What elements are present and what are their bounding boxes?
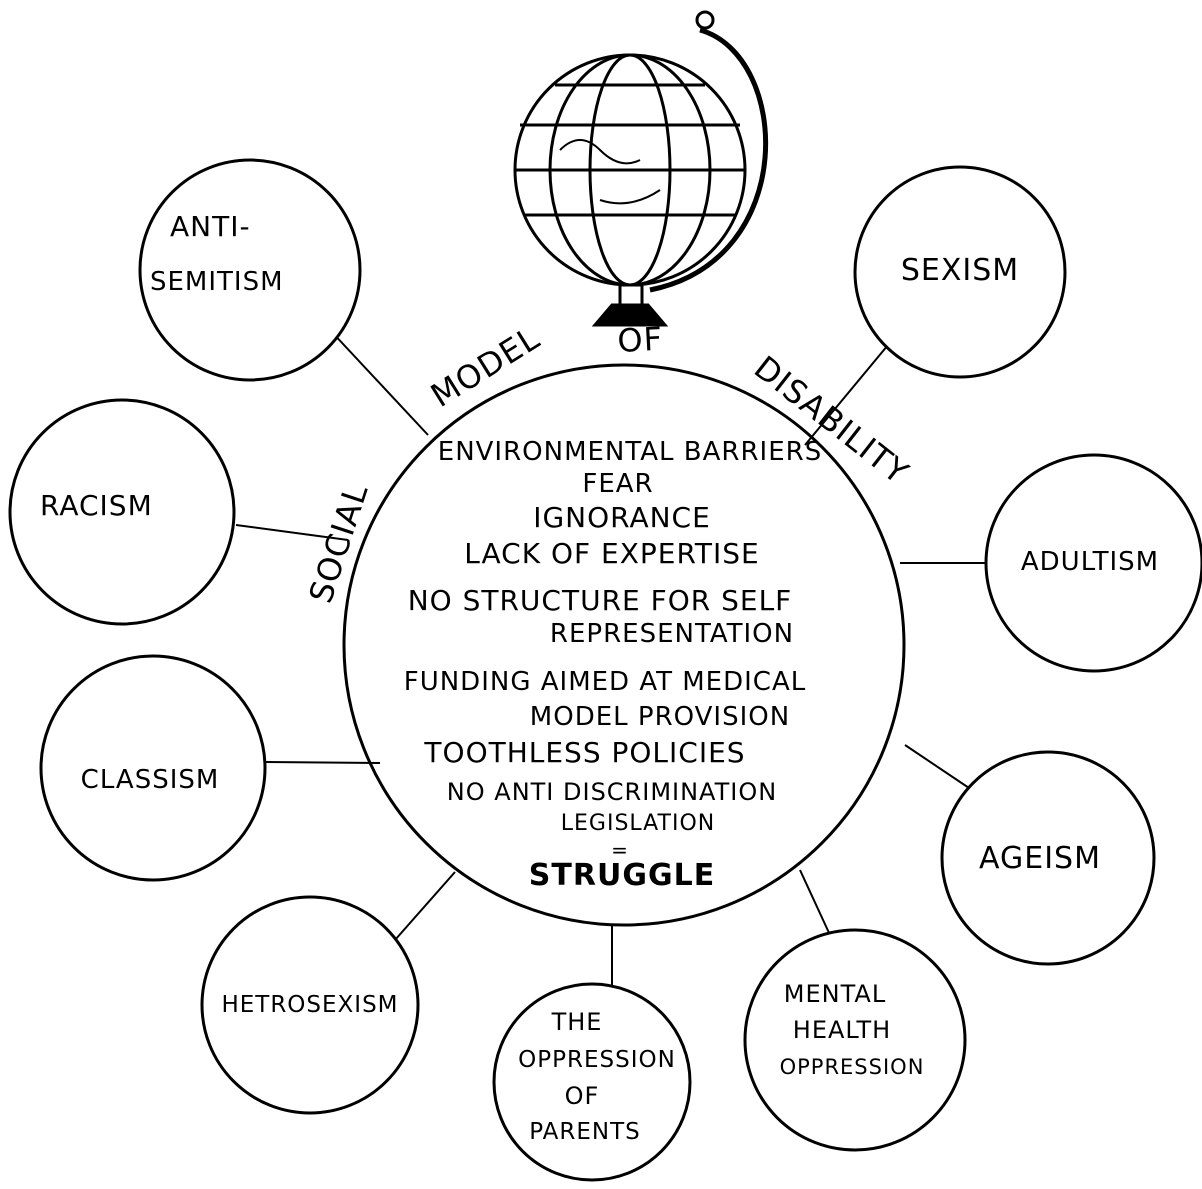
mental-health-line-1: MENTAL <box>784 980 886 1008</box>
racism-label: RACISM <box>40 489 153 522</box>
mental-health-line-2: HEALTH <box>793 1016 891 1044</box>
anti-semitism-line-1: ANTI- <box>170 210 251 243</box>
center-line-8: MODEL PROVISION <box>530 702 790 732</box>
connector-anti-semitism <box>329 329 429 436</box>
center-line-6: REPRESENTATION <box>550 619 794 649</box>
center-line-11: LEGISLATION <box>561 811 715 836</box>
arc-title-disability: DISABILITY <box>747 348 916 492</box>
ageism-label: AGEISM <box>979 841 1101 876</box>
center-line-10: NO ANTI DISCRIMINATION <box>447 778 777 806</box>
connector-racism <box>235 524 349 541</box>
center-line-4: LACK OF EXPERTISE <box>464 537 759 570</box>
satellite-adultism: ADULTISM <box>984 453 1202 673</box>
parents-line-3: OF <box>565 1082 600 1110</box>
center-line-13: STRUGGLE <box>529 858 715 893</box>
globe-icon <box>513 10 769 327</box>
satellite-ageism: AGEISM <box>940 750 1156 966</box>
sexism-label: SEXISM <box>901 253 1019 288</box>
connector-hetrosexism <box>394 871 456 941</box>
parents-line-4: PARENTS <box>529 1119 641 1145</box>
satellite-oppression-of-parents: THE OPPRESSION OF PARENTS <box>492 982 692 1182</box>
center-line-5: NO STRUCTURE FOR SELF <box>408 584 793 617</box>
connector-lines <box>235 329 985 988</box>
connector-classism <box>265 761 381 764</box>
center-line-2: FEAR <box>582 469 653 499</box>
central-text: ENVIRONMENTAL BARRIERS FEAR IGNORANCE LA… <box>404 437 822 893</box>
satellite-hetrosexism: HETROSEXISM <box>200 895 420 1115</box>
center-line-3: IGNORANCE <box>533 501 711 534</box>
center-line-9: TOOTHLESS POLICIES <box>423 736 745 769</box>
classism-label: CLASSISM <box>81 765 220 795</box>
satellite-sexism: SEXISM <box>853 165 1067 379</box>
satellite-anti-semitism: ANTI- SEMITISM <box>138 158 362 382</box>
center-line-12: = <box>611 838 629 862</box>
center-line-7: FUNDING AIMED AT MEDICAL <box>404 667 806 697</box>
satellite-classism: CLASSISM <box>39 654 267 882</box>
adultism-label: ADULTISM <box>1021 547 1159 577</box>
arc-title-of: OF <box>616 320 664 360</box>
satellite-mental-health: MENTAL HEALTH OPPRESSION <box>743 928 967 1152</box>
parents-line-1: THE <box>551 1008 603 1036</box>
parents-line-2: OPPRESSION <box>518 1047 676 1073</box>
hetrosexism-label: HETROSEXISM <box>221 992 398 1018</box>
center-line-1: ENVIRONMENTAL BARRIERS <box>438 437 822 467</box>
central-circle <box>342 363 906 927</box>
connector-sexism <box>804 344 889 446</box>
anti-semitism-line-2: SEMITISM <box>150 267 284 297</box>
satellite-racism: RACISM <box>8 398 236 626</box>
connector-mental-health <box>799 869 831 936</box>
mental-health-line-3: OPPRESSION <box>780 1055 925 1079</box>
connector-ageism <box>904 744 973 791</box>
